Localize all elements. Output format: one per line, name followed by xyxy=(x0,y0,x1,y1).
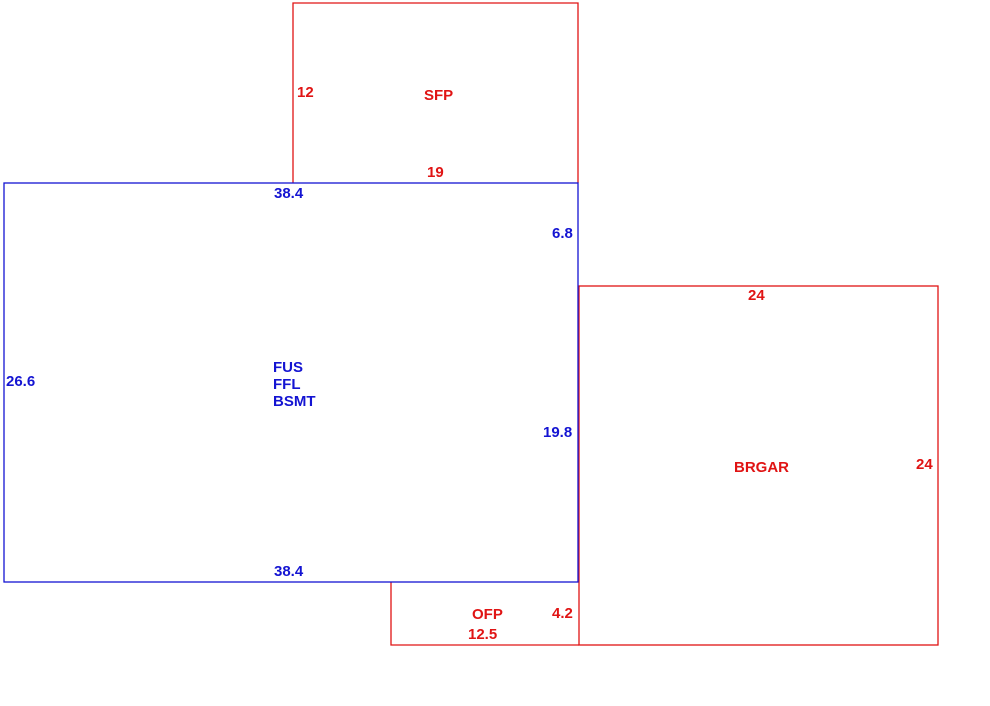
ofp-bottom-dimension: 12.5 xyxy=(468,626,497,643)
sfp-area: SFP 12 19 xyxy=(292,2,579,183)
main-area-code-2: FFL xyxy=(273,376,301,393)
main-bottom-dimension: 38.4 xyxy=(274,563,304,580)
main-right-upper-dimension: 6.8 xyxy=(552,225,573,242)
main-area-code-1: FUS xyxy=(273,359,303,376)
brgar-right-dimension: 24 xyxy=(916,456,933,473)
sfp-bottom-dimension: 19 xyxy=(427,164,444,181)
ofp-label: OFP xyxy=(472,606,503,623)
ofp-outline xyxy=(390,582,579,646)
main-area-outline xyxy=(3,182,579,583)
brgar-outline xyxy=(578,285,939,646)
main-area-code-3: BSMT xyxy=(273,393,316,410)
sfp-outline xyxy=(292,2,579,183)
ofp-area: OFP 12.5 4.2 xyxy=(390,582,579,646)
brgar-label: BRGAR xyxy=(734,459,789,476)
main-area: FUS FFL BSMT 38.4 38.4 26.6 6.8 19.8 xyxy=(3,182,579,583)
brgar-area: BRGAR 24 24 xyxy=(578,285,939,646)
main-left-dimension: 26.6 xyxy=(6,373,35,390)
main-top-dimension: 38.4 xyxy=(274,185,304,202)
ofp-side-dimension: 4.2 xyxy=(552,605,573,622)
sfp-side-dimension: 12 xyxy=(297,84,314,101)
sfp-label: SFP xyxy=(424,87,453,104)
main-right-lower-dimension: 19.8 xyxy=(543,424,572,441)
brgar-top-dimension: 24 xyxy=(748,287,765,304)
